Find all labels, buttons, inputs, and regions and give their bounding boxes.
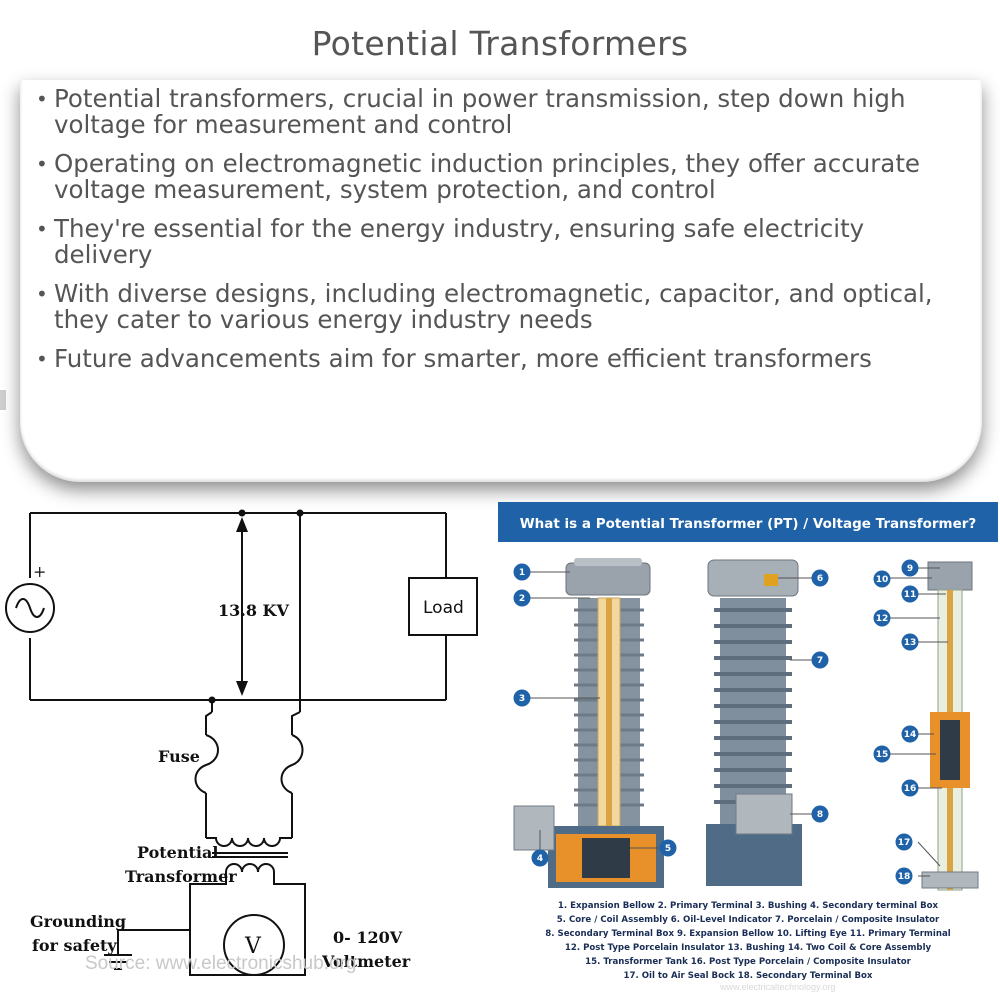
voltmeter-symbol: V: [244, 934, 262, 959]
load-label: Load: [423, 598, 464, 618]
bullet-item: With diverse designs, including electrom…: [36, 281, 956, 333]
callout-label: 16: [904, 784, 917, 794]
pt-unit-external: [706, 559, 802, 886]
pt-label-1: Potential: [137, 843, 218, 862]
bullet-item: They're essential for the energy industr…: [36, 216, 956, 268]
callout-label: 13: [904, 638, 917, 648]
callout-marker: [901, 779, 919, 797]
callout-marker: [811, 651, 829, 669]
callout-label: 5: [665, 844, 671, 854]
legend-line: 17. Oil to Air Seal Bock 18. Secondary T…: [624, 971, 873, 981]
callout-label: 9: [907, 564, 913, 574]
callout-marker: [873, 570, 891, 588]
callout-label: 8: [817, 810, 823, 820]
callout-label: 11: [904, 590, 917, 600]
callout-marker: [811, 805, 829, 823]
ground-label-2: for safety: [32, 936, 117, 955]
callout-label: 15: [876, 750, 889, 760]
page-title: Potential Transformers: [311, 24, 689, 63]
callout-label: 6: [817, 574, 823, 584]
callout-label: 3: [519, 694, 525, 704]
callout-label: 18: [898, 872, 911, 882]
pt-unit-slim: [921, 561, 979, 891]
ground-label-1: Grounding: [30, 912, 126, 931]
callout-marker: [513, 563, 531, 581]
callout-label: 10: [876, 575, 889, 585]
callout-marker: [901, 559, 919, 577]
callout-label: 4: [537, 854, 543, 864]
callout-marker: [895, 833, 913, 851]
callout-label: 7: [817, 656, 823, 666]
legend-line: 5. Core / Coil Assembly 6. Oil-Level Ind…: [557, 915, 940, 925]
callout-marker: [901, 633, 919, 651]
pt-illustration: What is a Potential Transformer (PT) / V…: [498, 502, 998, 981]
callout-marker: [901, 725, 919, 743]
bullet-list: Potential transformers, crucial in power…: [36, 86, 956, 385]
callout-marker: [531, 849, 549, 867]
callout-marker: [895, 867, 913, 885]
callout-marker: [513, 589, 531, 607]
voltage-label: 13.8 KV: [218, 601, 289, 620]
bullet-item: Potential transformers, crucial in power…: [36, 86, 956, 138]
legend-line: 8. Secondary Terminal Box 9. Expansion B…: [545, 929, 950, 939]
bullet-item: Future advancements aim for smarter, mor…: [36, 346, 956, 373]
callout-label: 2: [519, 594, 525, 604]
legend-line: 1. Expansion Bellow 2. Primary Terminal …: [558, 901, 939, 911]
pt-unit-cutaway: [513, 558, 664, 888]
card-edge: [0, 390, 6, 410]
callout-marker: [811, 569, 829, 587]
callout-label: 17: [898, 838, 911, 848]
callout-marker: [873, 609, 891, 627]
pt-label-2: Transformer: [125, 867, 237, 886]
callout-marker: [873, 745, 891, 763]
callout-marker: [901, 585, 919, 603]
callout-label: 14: [904, 730, 917, 740]
source-credit: Source: www.electronicshub.org: [85, 953, 357, 974]
plus-sign: +: [33, 562, 46, 581]
callout-marker: [513, 689, 531, 707]
voltmeter-range: 0- 120V: [333, 928, 403, 947]
voltmeter-label: Voltmeter: [321, 952, 411, 971]
callout-label: 1: [519, 568, 525, 578]
circuit-schematic: + 13.8 KV Load Fuse Potential Transforme…: [5, 509, 478, 976]
pt-watermark: www.electricaltechnology.org: [720, 982, 836, 992]
callout-label: 12: [876, 614, 889, 624]
fuse-label: Fuse: [158, 747, 200, 766]
legend-line: 15. Transformer Tank 16. Post Type Porce…: [585, 957, 912, 967]
legend-line: 12. Post Type Porcelain Insulator 13. Bu…: [565, 943, 932, 953]
bullet-item: Operating on electromagnetic induction p…: [36, 151, 956, 203]
callout-marker: [659, 839, 677, 857]
pt-heading: What is a Potential Transformer (PT) / V…: [520, 516, 977, 532]
